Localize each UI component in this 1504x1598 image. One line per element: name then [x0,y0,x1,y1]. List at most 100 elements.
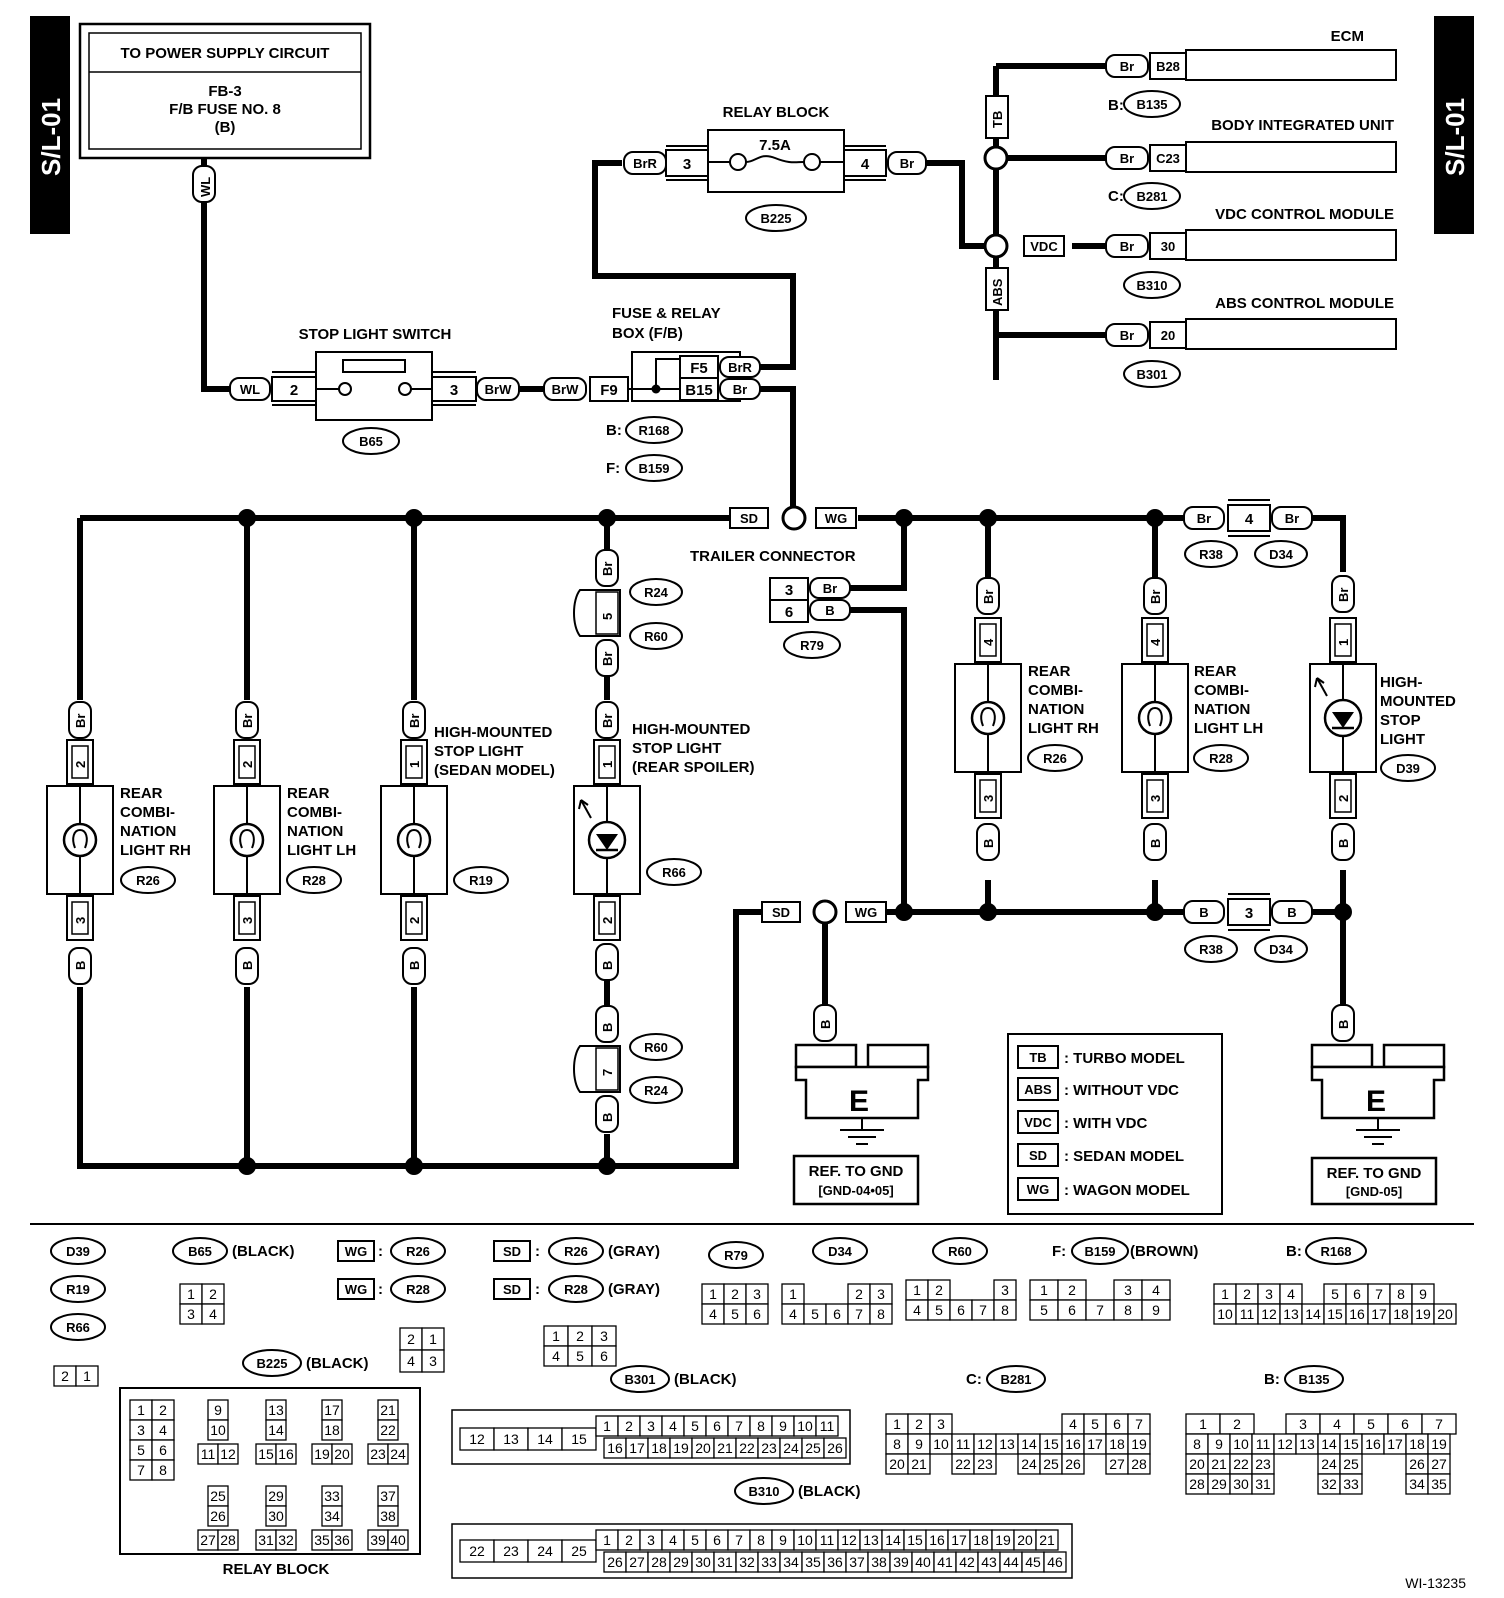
svg-text:43: 43 [981,1554,997,1570]
svg-text:1: 1 [187,1286,195,1302]
svg-text:8: 8 [757,1532,765,1548]
svg-text:42: 42 [959,1554,975,1570]
svg-text:B: B [600,961,615,970]
svg-text:2: 2 [1233,1416,1241,1432]
svg-text:R24: R24 [644,585,669,600]
svg-text:R19: R19 [469,873,493,888]
svg-text:(BLACK): (BLACK) [232,1243,294,1260]
svg-text:20: 20 [695,1440,711,1456]
svg-text:29: 29 [1211,1476,1227,1492]
svg-text:R28: R28 [1209,751,1233,766]
svg-text:Br: Br [73,714,88,728]
svg-text:Br: Br [1120,59,1134,74]
svg-text:9: 9 [1152,1302,1160,1318]
svg-text:20: 20 [1161,328,1175,343]
svg-text:B310: B310 [748,1484,779,1499]
svg-text:FUSE & RELAY: FUSE & RELAY [612,305,721,322]
svg-text:B: B [73,961,88,970]
svg-text:25: 25 [1343,1456,1359,1472]
svg-text:Br: Br [600,714,615,728]
svg-text:B:: B: [1286,1243,1302,1260]
svg-text:4: 4 [407,1353,415,1369]
svg-text:3: 3 [981,795,996,802]
svg-text:2: 2 [209,1286,217,1302]
svg-text:5: 5 [1367,1416,1375,1432]
svg-text:18: 18 [973,1532,989,1548]
trailer-connector: TRAILER CONNECTOR 3 6 Br B R79 [690,548,856,659]
lamp-rear-combination-rh-wagon: Br 4 3 B REAR COMBI- NATION LIGHT RH R26 [954,577,1099,861]
svg-text:1: 1 [1336,639,1351,646]
svg-text:15: 15 [1343,1436,1359,1452]
svg-text:(BLACK): (BLACK) [798,1483,860,1500]
svg-text:Br: Br [1120,151,1134,166]
svg-text:27: 27 [200,1532,216,1548]
svg-text:STOP LIGHT SWITCH: STOP LIGHT SWITCH [299,326,452,343]
svg-text:R28: R28 [406,1282,430,1297]
svg-text:B:: B: [1108,97,1124,114]
svg-text:5: 5 [1091,1416,1099,1432]
svg-text:4: 4 [1245,511,1254,528]
svg-text:3: 3 [137,1422,145,1438]
svg-text:21: 21 [717,1440,733,1456]
svg-text:3: 3 [429,1353,437,1369]
svg-text:4: 4 [709,1306,717,1322]
lamp-rear-combination-rh-sedan: Br 2 3 B REAR COMBI- NATION LIGHT RH R26 [46,701,191,985]
svg-text:19: 19 [1431,1436,1447,1452]
svg-text:S/L-01: S/L-01 [36,98,66,176]
svg-text:4: 4 [669,1418,677,1434]
svg-text:3: 3 [877,1286,885,1302]
svg-text:3: 3 [1265,1286,1273,1302]
svg-text:11: 11 [820,1418,835,1434]
svg-text:SD: SD [740,511,758,526]
svg-text:34: 34 [1409,1476,1425,1492]
svg-text:B225: B225 [760,211,791,226]
svg-text:Br: Br [1197,511,1211,526]
svg-text:24: 24 [537,1543,553,1559]
svg-text:7.5A: 7.5A [759,137,791,154]
svg-text:6: 6 [753,1306,761,1322]
module-vdc-control: VDC CONTROL MODULE Br 30 B310 [1105,206,1397,299]
svg-text:15: 15 [1043,1436,1059,1452]
svg-text:R66: R66 [66,1320,90,1335]
svg-text:19: 19 [673,1440,689,1456]
svg-text:2: 2 [600,917,615,924]
svg-text:Br: Br [1285,511,1299,526]
svg-text:B: B [818,1020,833,1029]
svg-text:R26: R26 [564,1244,588,1259]
svg-text:2: 2 [625,1532,633,1548]
svg-text:39: 39 [370,1532,386,1548]
svg-text:26: 26 [1065,1456,1081,1472]
svg-text:1: 1 [407,761,422,768]
svg-text:26: 26 [1409,1456,1425,1472]
svg-text:R38: R38 [1199,942,1223,957]
svg-text:ABS: ABS [990,278,1005,306]
svg-text:24: 24 [1321,1456,1337,1472]
svg-text:23: 23 [977,1456,993,1472]
svg-text:BOX (F/B): BOX (F/B) [612,325,683,342]
svg-text:2: 2 [915,1416,923,1432]
svg-text:LIGHT RH: LIGHT RH [120,842,191,859]
svg-text:3: 3 [1124,1282,1132,1298]
relay-block: RELAY BLOCK 7.5A BrR 3 4 Br B225 [623,104,927,232]
svg-text:BrW: BrW [552,382,579,397]
svg-text:HIGH-: HIGH- [1380,674,1423,691]
svg-text:[GND-05]: [GND-05] [1346,1184,1402,1199]
svg-text:1: 1 [83,1368,91,1384]
svg-text:7: 7 [1135,1416,1143,1432]
svg-text:B135: B135 [1298,1372,1329,1387]
svg-text:7: 7 [137,1462,145,1478]
lamp-rear-combination-lh-wagon: Br 4 3 B REAR COMBI- NATION LIGHT LH R28 [1121,577,1263,861]
svg-text:13: 13 [999,1436,1015,1452]
svg-text:6: 6 [159,1442,167,1458]
svg-text:4: 4 [1148,638,1163,646]
svg-text:R24: R24 [644,1083,669,1098]
svg-text:5: 5 [935,1302,943,1318]
svg-text:24: 24 [783,1440,799,1456]
svg-text:B65: B65 [359,434,383,449]
svg-text:FB-3: FB-3 [208,83,241,100]
joint-connector-top: Br 4 Br R38 D34 [1183,499,1313,568]
svg-text:Br: Br [600,562,615,576]
svg-text:WG: WG [345,1282,367,1297]
svg-text:WL: WL [198,177,213,197]
